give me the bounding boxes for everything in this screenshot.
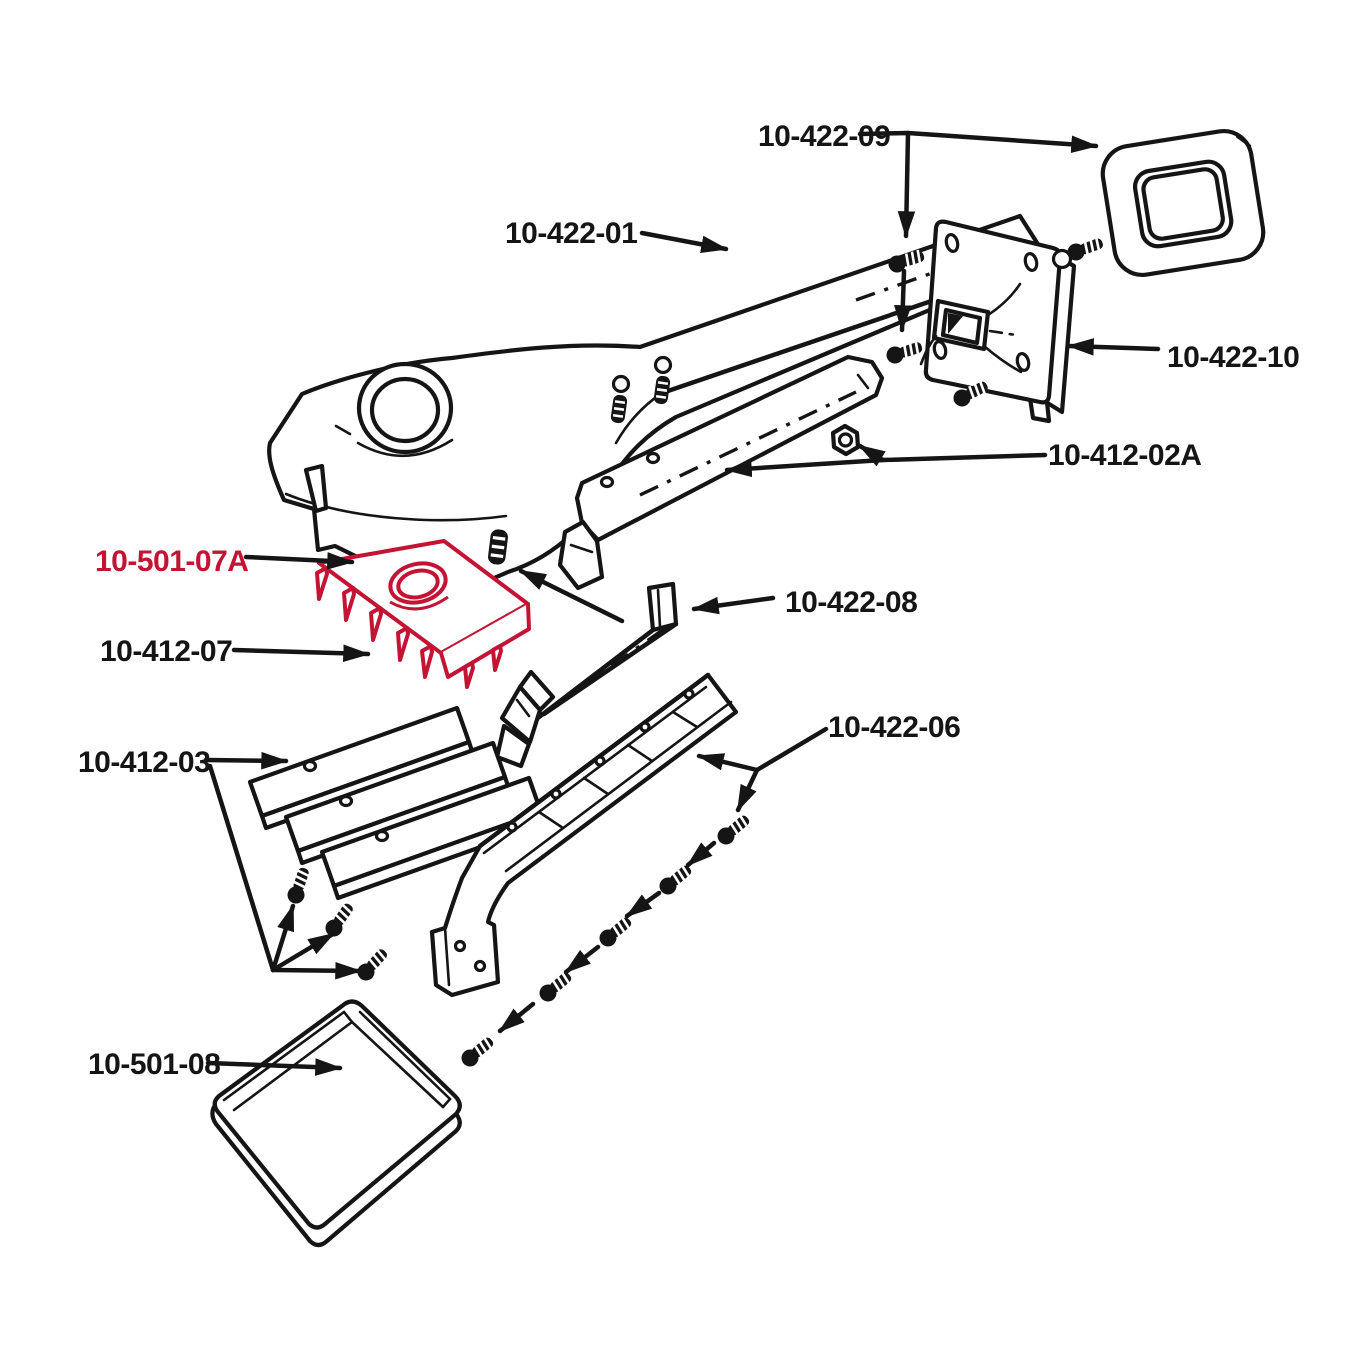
washer-icon <box>611 374 631 394</box>
part-label-10-422-01[interactable]: 10-422-01 <box>505 217 638 250</box>
screw-icon <box>352 944 393 986</box>
part-label-10-501-08[interactable]: 10-501-08 <box>88 1048 221 1081</box>
screw-icon <box>882 336 926 368</box>
screw-icon <box>320 898 359 942</box>
part-l-bracket <box>494 581 679 769</box>
screw-icon <box>456 1032 499 1072</box>
screw-icon <box>594 912 637 952</box>
part-label-10-422-06[interactable]: 10-422-06 <box>828 711 961 744</box>
part-label-10-412-02A[interactable]: 10-412-02A <box>1048 439 1202 472</box>
nut-icon <box>830 423 861 457</box>
part-label-10-422-10[interactable]: 10-422-10 <box>1167 341 1300 374</box>
screw-icon <box>283 864 315 908</box>
part-pad-set <box>247 705 548 901</box>
part-duct-bar <box>557 354 885 591</box>
screw-icon <box>1063 233 1107 265</box>
part-label-10-412-03[interactable]: 10-412-03 <box>78 746 211 779</box>
washer-icon <box>653 355 673 375</box>
part-mounting-plate <box>919 219 1077 424</box>
part-label-10-412-07[interactable]: 10-412-07 <box>100 635 233 668</box>
part-label-10-422-09[interactable]: 10-422-09 <box>758 120 891 153</box>
part-base-pad <box>210 999 462 1248</box>
screw-icon <box>712 810 755 850</box>
screw-icon <box>534 967 577 1007</box>
washer-icon <box>1051 248 1073 270</box>
leader-lines <box>203 130 1161 1076</box>
part-bumper-bezel <box>1100 129 1266 277</box>
part-label-10-422-08[interactable]: 10-422-08 <box>785 586 918 619</box>
part-sole-plate-highlighted <box>315 539 531 689</box>
part-rail <box>429 672 739 998</box>
part-label-10-501-07A-highlighted[interactable]: 10-501-07A <box>95 545 249 578</box>
